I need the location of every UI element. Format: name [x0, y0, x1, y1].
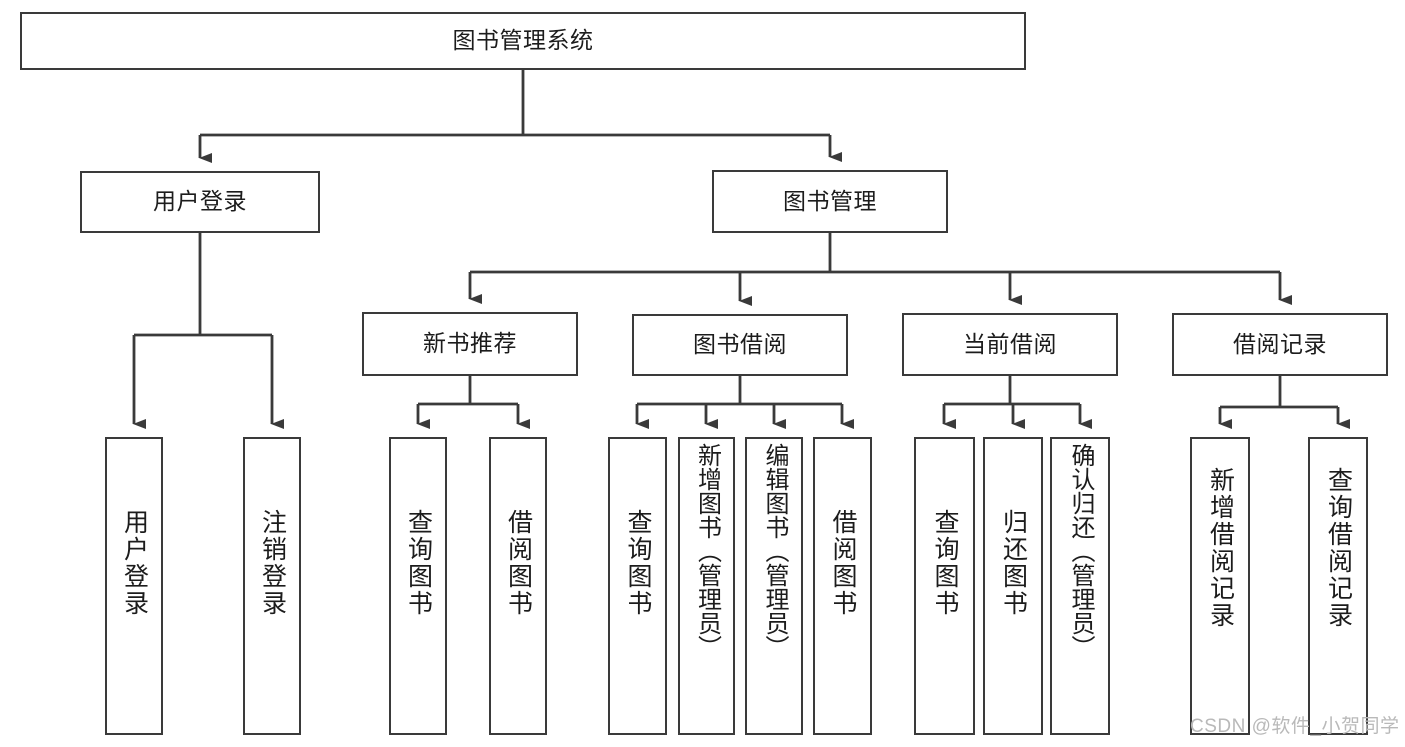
node-label: 查询图书	[404, 509, 433, 617]
node-label: 新增图书（管理员）	[693, 443, 721, 659]
node-label: 新增借阅记录	[1206, 467, 1235, 629]
leaf-logout-login[interactable]: 注销登录	[243, 437, 301, 735]
node-label: 查询借阅记录	[1324, 467, 1353, 629]
leaf-edit-book-admin[interactable]: 编辑图书（管理员）	[745, 437, 803, 735]
leaf-borrow-book-recommend[interactable]: 借阅图书	[489, 437, 547, 735]
node-label: 借阅图书	[829, 509, 857, 617]
node-label: 确认归还（管理员）	[1067, 443, 1094, 659]
node-label: 当前借阅	[963, 330, 1057, 357]
node-label: 图书借阅	[693, 331, 787, 358]
leaf-query-book-current[interactable]: 查询图书	[914, 437, 975, 735]
node-root-book-management-system[interactable]: 图书管理系统	[20, 12, 1026, 70]
node-borrow-record[interactable]: 借阅记录	[1172, 313, 1388, 376]
leaf-query-book-borrow[interactable]: 查询图书	[608, 437, 667, 735]
node-label: 查询图书	[624, 509, 652, 617]
node-label: 借阅记录	[1233, 330, 1327, 357]
node-user-login[interactable]: 用户登录	[80, 171, 320, 233]
node-label: 注销登录	[258, 509, 287, 617]
node-book-management[interactable]: 图书管理	[712, 170, 948, 233]
node-label: 查询图书	[931, 509, 959, 617]
leaf-user-login[interactable]: 用户登录	[105, 437, 163, 735]
csdn-watermark: CSDN @软件_小贺同学	[1190, 716, 1400, 737]
leaf-return-book[interactable]: 归还图书	[983, 437, 1043, 735]
node-label: 图书管理系统	[452, 27, 594, 54]
node-new-book-recommend[interactable]: 新书推荐	[362, 312, 578, 376]
leaf-query-book-recommend[interactable]: 查询图书	[389, 437, 447, 735]
leaf-add-book-admin[interactable]: 新增图书（管理员）	[678, 437, 735, 735]
leaf-query-borrow-record[interactable]: 查询借阅记录	[1308, 437, 1368, 735]
leaf-add-borrow-record[interactable]: 新增借阅记录	[1190, 437, 1250, 735]
node-label: 编辑图书（管理员）	[761, 443, 788, 659]
node-label: 借阅图书	[504, 509, 533, 617]
node-label: 用户登录	[120, 509, 149, 617]
node-label: 用户登录	[153, 188, 247, 215]
node-label: 图书管理	[783, 187, 877, 214]
node-label: 归还图书	[999, 509, 1028, 617]
node-book-borrow[interactable]: 图书借阅	[632, 314, 848, 376]
leaf-confirm-return-admin[interactable]: 确认归还（管理员）	[1050, 437, 1110, 735]
node-current-borrow[interactable]: 当前借阅	[902, 313, 1118, 376]
leaf-borrow-book-borrow[interactable]: 借阅图书	[813, 437, 872, 735]
node-label: 新书推荐	[423, 330, 517, 357]
